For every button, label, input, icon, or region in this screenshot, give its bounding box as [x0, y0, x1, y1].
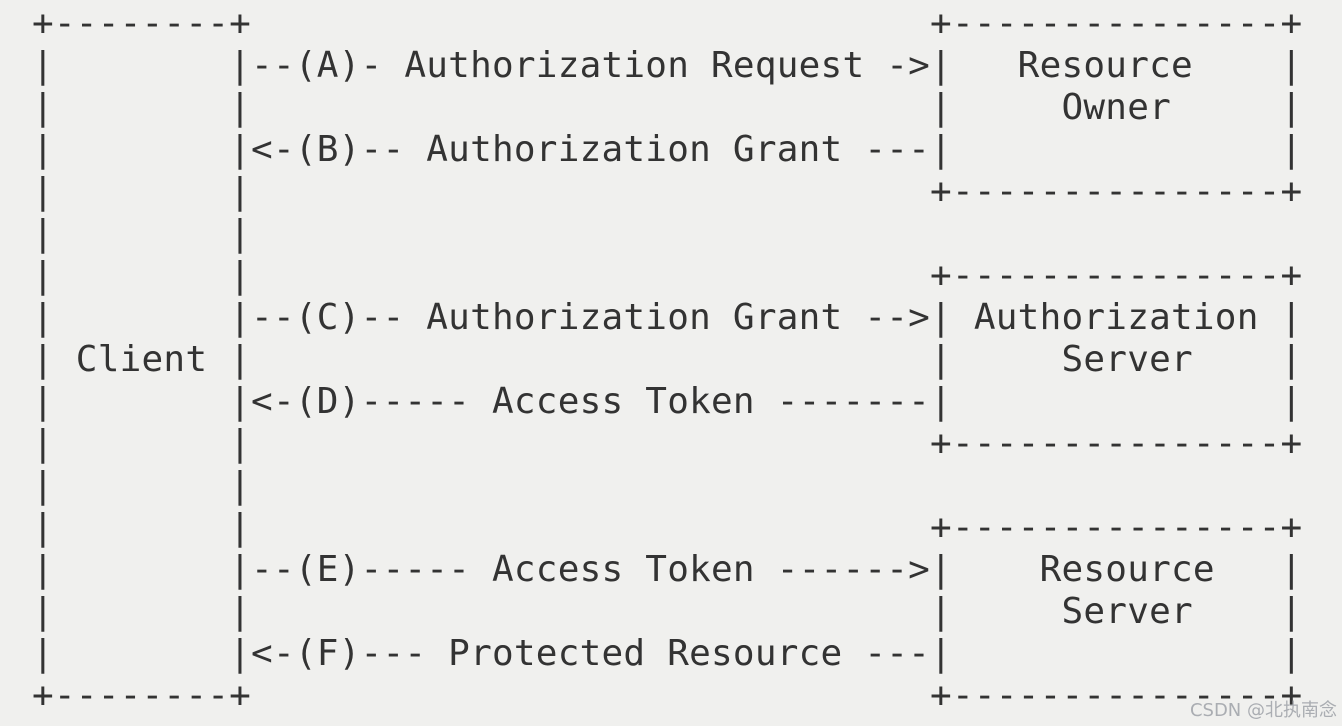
- ascii-line-bottom-border: +--------+ +---------------+: [32, 675, 1303, 716]
- ascii-line-flow-d: | |<-(D)----- Access Token -------| |: [32, 381, 1303, 422]
- ascii-line-auth-server-top: | | +---------------+: [32, 255, 1303, 296]
- ascii-line-client-side: | |: [32, 213, 252, 254]
- ascii-line-resource-owner-label: | | | Owner |: [32, 87, 1303, 128]
- ascii-line-top-border: +--------+ +---------------+: [32, 3, 1303, 44]
- ascii-line-resource-server-top: | | +---------------+: [32, 507, 1303, 548]
- ascii-line-flow-e: | |--(E)----- Access Token ------>| Reso…: [32, 549, 1303, 590]
- ascii-line-resource-owner-bottom: | | +---------------+: [32, 171, 1303, 212]
- ascii-line-flow-b: | |<-(B)-- Authorization Grant ---| |: [32, 129, 1303, 170]
- ascii-line-client-label: | Client | | Server |: [32, 339, 1303, 380]
- ascii-line-client-side: | |: [32, 465, 252, 506]
- ascii-line-flow-a: | |--(A)- Authorization Request ->| Reso…: [32, 45, 1303, 86]
- ascii-line-flow-c: | |--(C)-- Authorization Grant -->| Auth…: [32, 297, 1303, 338]
- ascii-line-resource-server-label: | | | Server |: [32, 591, 1303, 632]
- ascii-line-auth-server-bottom: | | +---------------+: [32, 423, 1303, 464]
- csdn-watermark: CSDN @北执南念: [1189, 700, 1337, 721]
- ascii-line-flow-f: | |<-(F)--- Protected Resource ---| |: [32, 633, 1303, 674]
